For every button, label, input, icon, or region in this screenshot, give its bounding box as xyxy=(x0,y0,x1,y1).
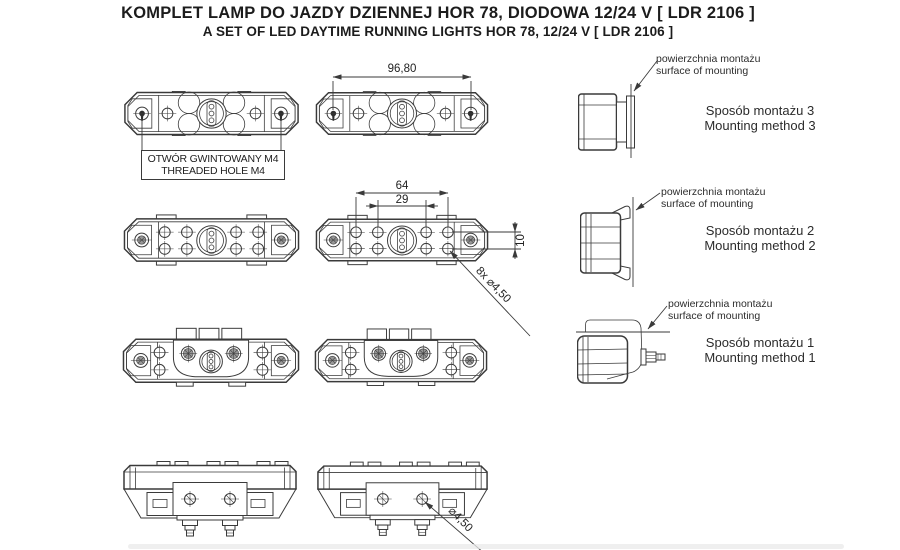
dimension-10: 10 xyxy=(452,222,527,259)
mounting-surface-label-en: surface of mounting xyxy=(661,197,754,210)
scan-artifact xyxy=(128,544,844,549)
mounting-surface-label-3: powierzchnia montażu surface of mounting xyxy=(656,53,761,77)
lamp-bracket-view-left xyxy=(123,328,298,386)
mounting-method-2-caption: Sposób montażu 2 Mounting method 2 xyxy=(696,223,824,253)
leader-8x-diameter: 8x ⌀4,50 xyxy=(449,250,531,337)
lamp-back-view-right xyxy=(316,215,487,264)
mounting-method-caption-pl: Sposób montażu 1 xyxy=(705,335,815,350)
lamp-bracket-view-right xyxy=(315,329,486,386)
threaded-hole-label-en: THREADED HOLE M4 xyxy=(161,165,265,177)
mounting-surface-label-pl: powierzchnia montażu xyxy=(656,53,761,65)
mounting-method-1-caption: Sposób montażu 1 Mounting method 1 xyxy=(696,335,824,365)
mounting-method-1-drawing xyxy=(576,305,670,384)
front-view-row xyxy=(125,91,488,135)
mounting-surface-label-en: surface of mounting xyxy=(656,64,749,77)
dim-back-holes-outer: 64 xyxy=(396,180,409,192)
mounting-method-caption-en: Mounting method 2 xyxy=(704,237,816,253)
page-subtitle: A SET OF LED DAYTIME RUNNING LIGHTS HOR … xyxy=(202,24,674,39)
bottom-view-row xyxy=(124,462,487,537)
dim-back-holes-inner: 29 xyxy=(396,194,409,206)
mounting-surface-label-pl: powierzchnia montażu xyxy=(668,298,773,310)
threaded-hole-label-pl: OTWÓR GWINTOWANY M4 xyxy=(147,153,279,165)
dimension-64: 64 xyxy=(355,180,449,227)
back-view-row xyxy=(124,215,487,265)
dim-back-holes-diameter: 8x ⌀4,50 xyxy=(473,265,513,305)
mounting-method-caption-en: Mounting method 1 xyxy=(704,349,816,365)
page-title: KOMPLET LAMP DO JAZDY DZIENNEJ HOR 78, D… xyxy=(121,4,755,22)
lamp-front-view-right xyxy=(316,92,487,136)
mounting-surface-label-pl: powierzchnia montażu xyxy=(661,186,766,198)
lamp-front-view-left xyxy=(125,91,298,135)
bracket-view-row xyxy=(123,328,486,386)
mounting-method-3-drawing xyxy=(578,60,658,158)
mounting-method-caption-en: Mounting method 3 xyxy=(704,117,816,133)
dimension-96-80: 96,80 xyxy=(332,63,472,110)
mounting-surface-label-2: powierzchnia montażu surface of mounting xyxy=(661,186,766,210)
dimension-29: 29 xyxy=(366,194,438,227)
threaded-hole-leaders xyxy=(141,119,282,150)
mounting-method-caption-pl: Sposób montażu 3 xyxy=(705,103,815,118)
lamp-bottom-view-left xyxy=(124,462,296,537)
dim-back-holes-rows: 10 xyxy=(515,234,527,247)
mounting-method-2-drawing xyxy=(580,192,661,287)
mounting-method-3-caption: Sposób montażu 3 Mounting method 3 xyxy=(696,103,824,133)
mounting-method-caption-pl: Sposób montażu 2 xyxy=(705,223,815,238)
mounting-surface-label-en: surface of mounting xyxy=(668,309,761,322)
threaded-hole-callout: OTWÓR GWINTOWANY M4 THREADED HOLE M4 xyxy=(141,150,285,180)
dim-mounting-holes-distance: 96,80 xyxy=(388,63,417,75)
mounting-surface-label-1: powierzchnia montażu surface of mounting xyxy=(668,298,773,322)
lamp-back-view-left xyxy=(124,215,298,265)
